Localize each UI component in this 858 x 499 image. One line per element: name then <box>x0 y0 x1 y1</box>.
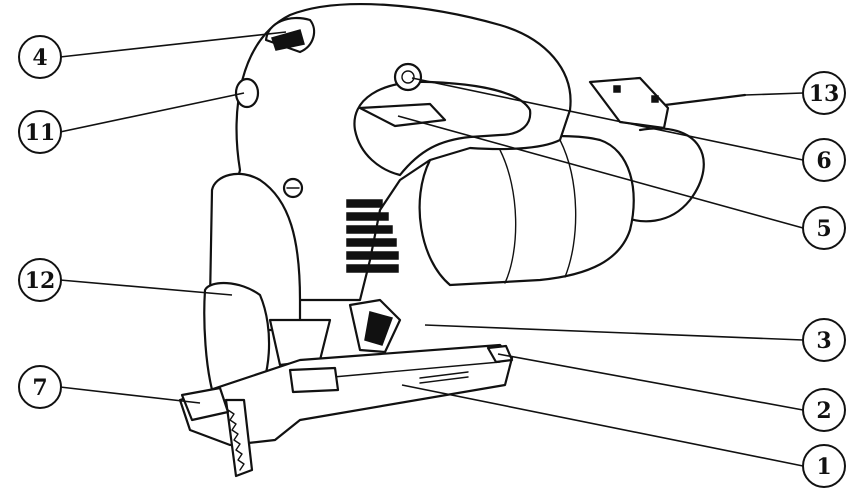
cord-clip <box>588 76 670 130</box>
motor-housing <box>418 134 635 287</box>
blade-guard <box>203 281 271 402</box>
leader-3 <box>424 324 804 341</box>
blade-teeth <box>227 409 245 471</box>
callout-2-label: 2 <box>816 398 831 424</box>
lock-on-button-inner <box>401 70 415 84</box>
leader-5 <box>397 115 804 229</box>
leader-6 <box>411 77 804 161</box>
callout-3-label: 3 <box>816 328 831 354</box>
callout-2: 2 <box>802 388 846 432</box>
leader-2 <box>497 353 804 411</box>
callout-6: 6 <box>802 138 846 182</box>
callout-7: 7 <box>18 365 62 409</box>
power-cord <box>618 127 705 223</box>
air-vents <box>346 199 399 273</box>
leader-11 <box>59 92 245 133</box>
base-plate <box>178 343 514 447</box>
callout-5: 5 <box>802 206 846 250</box>
base-plate-slot <box>419 371 469 379</box>
callout-13: 13 <box>802 71 846 115</box>
leader-12 <box>59 279 233 296</box>
leader-1 <box>401 384 804 467</box>
blade-clamp <box>288 366 340 394</box>
side-button <box>234 77 260 109</box>
callout-12-label: 12 <box>25 268 56 294</box>
callout-1: 1 <box>802 444 846 488</box>
callout-5-label: 5 <box>816 216 831 242</box>
callout-3: 3 <box>802 318 846 362</box>
callout-4-label: 4 <box>32 45 47 71</box>
callout-11-label: 11 <box>25 120 56 146</box>
leader-4 <box>59 31 287 58</box>
leader-lines <box>59 31 804 467</box>
callout-13-label: 13 <box>809 81 840 107</box>
callout-4: 4 <box>18 35 62 79</box>
blade-roller-support <box>180 386 230 422</box>
callout-7-label: 7 <box>32 375 47 401</box>
clip-hole <box>651 95 659 103</box>
motor-housing-seam <box>499 149 517 284</box>
callout-11: 11 <box>18 110 62 154</box>
motor-housing-seam <box>559 139 577 278</box>
callout-6-label: 6 <box>816 148 831 174</box>
trigger-switch <box>358 102 447 128</box>
callout-12: 12 <box>18 258 62 302</box>
pendulum-knob <box>364 311 393 346</box>
power-cord-end <box>663 93 747 107</box>
saw-blade <box>224 398 254 478</box>
base-plate-slot <box>419 376 469 384</box>
speed-dial <box>271 29 305 51</box>
leader-13 <box>744 92 804 96</box>
jigsaw-illustration <box>178 3 747 478</box>
callout-1-label: 1 <box>816 454 831 480</box>
clip-hole <box>613 85 621 93</box>
lock-on-button <box>393 62 423 92</box>
leader-7 <box>59 386 201 404</box>
